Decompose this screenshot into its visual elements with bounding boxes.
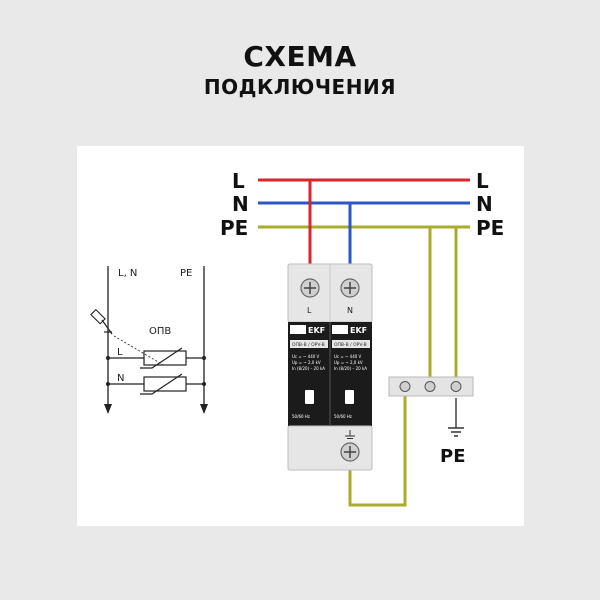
freq-left: 50/60 Hz (292, 414, 310, 419)
spec-left-3: In (8/20) – 20 kA (292, 366, 325, 371)
spec-left-2: Up = ~ 2,0 kV (292, 360, 321, 365)
schematic-label-pe: PE (180, 268, 192, 279)
label-n-right: N (476, 192, 493, 216)
spec-right-3: In (8/20) – 20 kA (334, 366, 367, 371)
bus-screw-1 (399, 381, 411, 392)
spec-right-2: Up = ~ 2,0 kV (334, 360, 363, 365)
model-strip-right (332, 340, 370, 348)
indicator-window-left (305, 390, 314, 404)
brand-text-left: EKF (308, 326, 325, 335)
freq-right: 50/60 Hz (334, 414, 352, 419)
spec-left-1: Uc = ~ 440 V (292, 354, 320, 359)
terminal-label-n: N (347, 306, 353, 315)
wire-pe-right (454, 225, 470, 386)
spec-right-1: Uc = ~ 440 V (334, 354, 362, 359)
brand-logo-left (290, 325, 306, 334)
schematic-label-ln: L, N (118, 268, 137, 279)
schematic-symbol (90, 266, 208, 414)
terminal-label-l: L (307, 306, 312, 315)
schematic-label-n: N (117, 373, 124, 384)
terminal-screw-l (300, 278, 320, 298)
pe-bus-label: PE (440, 446, 466, 467)
indicator-window-right (345, 390, 354, 404)
label-n-left: N (232, 192, 249, 216)
varistor-n-icon (143, 376, 187, 392)
schematic-label-l: L (117, 347, 123, 358)
varistor-l-icon (143, 350, 187, 366)
ground-mark-icon (345, 430, 355, 439)
label-l-right: L (476, 169, 489, 193)
terminal-screw-pe (340, 442, 360, 462)
bus-screw-3 (450, 381, 462, 392)
device-bottom-body (287, 425, 373, 471)
label-l-left: L (232, 169, 245, 193)
model-left: ОПВ-В / OPV-B (292, 342, 325, 348)
terminal-screw-n (340, 278, 360, 298)
title-line-2: ПОДКЛЮЧЕНИЯ (203, 75, 397, 99)
bus-screw-2 (424, 381, 436, 392)
model-strip-left (290, 340, 328, 348)
pe-bus-bar (388, 376, 474, 397)
title-line-1: СХЕМА (243, 40, 357, 73)
label-pe-right: PE (476, 216, 504, 240)
surge-protector-device: L N EKF EKF ОПВ-В / OPV-B ОПВ-В / OPV-B … (287, 263, 373, 471)
brand-text-right: EKF (350, 326, 367, 335)
schematic-label-device: ОПВ (149, 326, 171, 337)
label-pe-left: PE (220, 216, 248, 240)
wire-pe-device (348, 386, 407, 507)
model-right: ОПВ-В / OPV-B (334, 342, 367, 348)
brand-logo-right (332, 325, 348, 334)
